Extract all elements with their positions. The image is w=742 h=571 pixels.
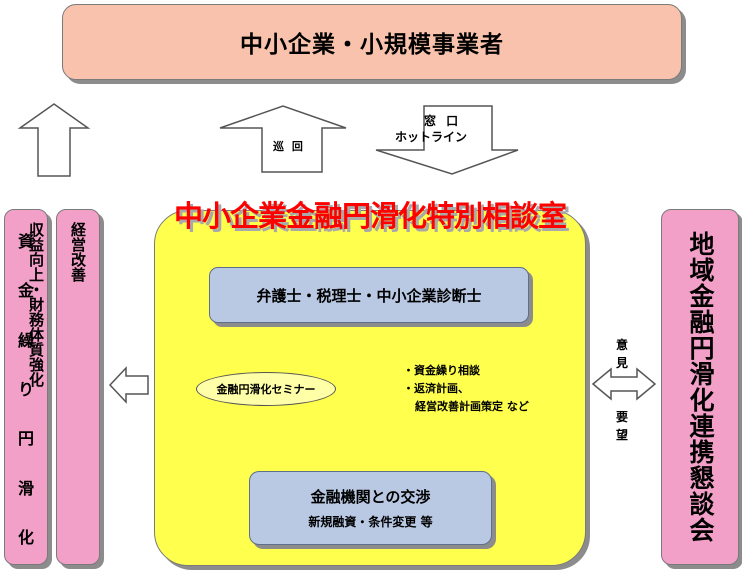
- double-arrow-shape: [591, 367, 657, 401]
- seminar-label: 金融円滑化セミナー: [216, 383, 316, 396]
- experts-box: 弁護士・税理士・中小企業診断士: [209, 267, 529, 323]
- consult-item: ・資金繰り相談: [403, 364, 480, 377]
- seminar-ellipse: 金融円滑化セミナー: [196, 372, 336, 406]
- management-line2: 収益向上・財務体質強化: [27, 222, 45, 387]
- consult-item: 経営改善計画策定 など: [415, 400, 529, 413]
- funding-char: り: [17, 379, 34, 399]
- funding-char: 円: [17, 429, 34, 449]
- top-box-sme: 中小企業・小規模事業者: [62, 4, 682, 80]
- top-box-label: 中小企業・小規模事業者: [240, 32, 504, 58]
- funding-char: 資: [17, 232, 34, 251]
- regional-council-box: 地域金融円滑化連携懇談会: [661, 209, 739, 565]
- label-patrol: 巡 回: [273, 140, 305, 153]
- funding-char: 金: [17, 281, 34, 301]
- label-request: 要望: [615, 410, 628, 442]
- main-room-title: 中小企業金融円滑化特別相談室: [173, 199, 567, 233]
- management-line1: 経営改善: [69, 222, 87, 282]
- consult-list: ・資金繰り相談 ・返済計画、 経営改善計画策定 など: [403, 362, 578, 422]
- funding-char: 繰: [17, 330, 34, 350]
- label-opinion: 意見: [615, 338, 628, 370]
- funding-char: 化: [17, 527, 34, 547]
- negotiation-subtitle: 新規融資・条件変更 等: [308, 515, 433, 529]
- funding-smoothing-box: 資 金 繰 り 円 滑 化: [4, 209, 48, 565]
- negotiation-title: 金融機関との交渉: [310, 488, 431, 506]
- council-label: 地域金融円滑化連携懇談会: [686, 231, 715, 543]
- consult-item: ・返済計画、: [403, 382, 469, 395]
- negotiation-box: 金融機関との交渉 新規融資・条件変更 等: [249, 471, 492, 545]
- left-up-arrow-shape: [17, 103, 91, 177]
- label-window: 窓 口: [424, 114, 462, 128]
- left-arrow-shape: [108, 366, 149, 404]
- experts-label: 弁護士・税理士・中小企業診断士: [256, 286, 482, 305]
- management-improvement-box: 経営改善 収益向上・財務体質強化: [27, 209, 100, 565]
- label-hotline: ホットライン: [395, 130, 468, 144]
- funding-char: 滑: [17, 478, 34, 498]
